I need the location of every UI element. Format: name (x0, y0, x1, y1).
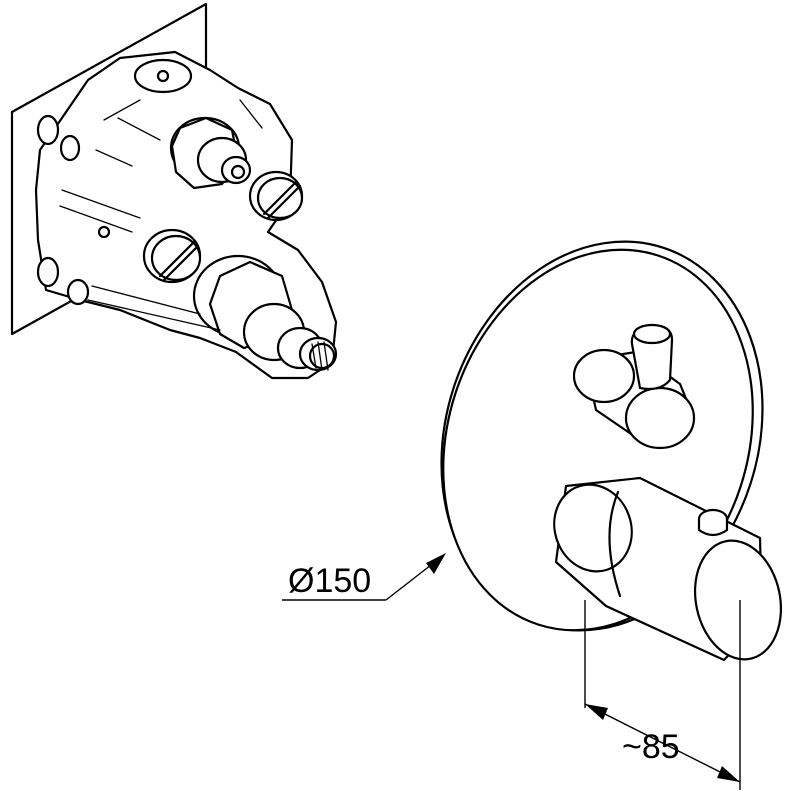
dimension-diameter: Ø150 (282, 553, 446, 601)
diverter-handle (572, 323, 696, 450)
concealed-valve-body (10, 2, 338, 380)
upper-cartridge (169, 116, 252, 190)
slotted-screw-left (142, 228, 202, 284)
slotted-screw-right (248, 170, 304, 222)
knob-end-face (693, 539, 783, 661)
mounting-lug-lower (36, 256, 60, 288)
mounting-lug-upper (36, 114, 60, 146)
lower-cartridge (192, 254, 338, 372)
dimension-projection: ~85 (584, 600, 741, 790)
projection-label: ~85 (622, 728, 680, 766)
thermostat-trim (440, 240, 783, 662)
diameter-label: Ø150 (288, 562, 371, 600)
temperature-knob (553, 476, 783, 662)
